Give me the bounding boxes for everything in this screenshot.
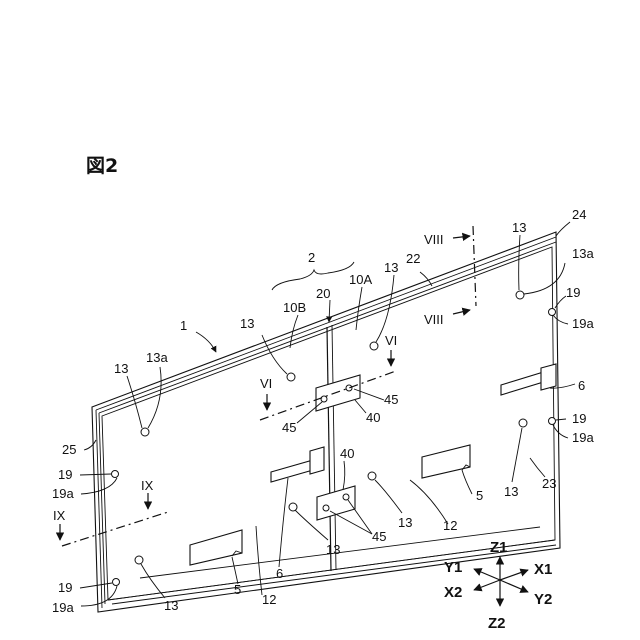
hole-13-right-lower xyxy=(519,419,527,427)
ref-40-lower: 40 xyxy=(340,446,354,461)
ref-5-right: 5 xyxy=(476,488,483,503)
ref-13-right-lower: 13 xyxy=(504,484,518,499)
ref-45-lower: 45 xyxy=(372,529,386,544)
ref-13-bottom-center: 13 xyxy=(326,542,340,557)
ref-25: 25 xyxy=(62,442,76,457)
ref-10A: 10A xyxy=(349,272,372,287)
ref-1: 1 xyxy=(180,318,187,333)
axis-x1-arrow xyxy=(500,570,528,580)
axis-label-y1: Y1 xyxy=(444,559,462,576)
ref-40-upper: 40 xyxy=(366,410,380,425)
section-label-ix-left: IX xyxy=(53,508,66,523)
ref-19-left-lower: 19 xyxy=(58,580,72,595)
ref-12-right: 12 xyxy=(443,518,457,533)
section-label-viii-bottom: VIII xyxy=(424,312,444,327)
ref-19-right-lower: 19 xyxy=(572,411,586,426)
axis-label-x2: X2 xyxy=(444,584,462,601)
ref-45-upper-right: 45 xyxy=(384,392,398,407)
figure-title: 図2 xyxy=(86,155,118,177)
section-arrow-viii-top xyxy=(453,236,470,238)
ref-19-right-upper: 19 xyxy=(566,285,580,300)
ref-24: 24 xyxy=(572,207,586,222)
hole-19-left-lower xyxy=(113,579,120,586)
hole-19-right-lower xyxy=(549,418,556,425)
hole-13-center xyxy=(370,342,378,350)
axis-y1-arrow xyxy=(474,569,500,580)
section-label-vi-right: VI xyxy=(385,333,397,348)
ref-19a-left-lower: 19a xyxy=(52,600,74,615)
ref-13-bottom-right: 13 xyxy=(398,515,412,530)
ref-22: 22 xyxy=(406,251,420,266)
axis-label-x1: X1 xyxy=(534,561,552,578)
hole-13-left-middle xyxy=(287,373,295,381)
hole-13-bottom-center xyxy=(289,503,297,511)
ref-13-upper-left: 13 xyxy=(114,361,128,376)
hole-13-bottom-left xyxy=(135,556,143,564)
axis-label-z1: Z1 xyxy=(490,539,508,556)
leader-24 xyxy=(556,222,570,236)
axis-y2-arrow xyxy=(500,580,528,592)
axis-label-y2: Y2 xyxy=(534,591,552,608)
ref-6-right: 6 xyxy=(578,378,585,393)
leader-1 xyxy=(196,332,216,352)
ref-12-left: 12 xyxy=(262,592,276,607)
hole-13-bottom-right xyxy=(368,472,376,480)
ref-13a-right: 13a xyxy=(572,246,594,261)
axis-x2-arrow xyxy=(474,580,500,590)
ref-13-left-middle: 13 xyxy=(240,316,254,331)
ref-2: 2 xyxy=(308,250,315,265)
section-label-viii-top: VIII xyxy=(424,232,444,247)
ref-13a-left: 13a xyxy=(146,350,168,365)
ref-13-center: 13 xyxy=(384,260,398,275)
ref-13-upper-right: 13 xyxy=(512,220,526,235)
ref-19a-left-upper: 19a xyxy=(52,486,74,501)
ref-6-left: 6 xyxy=(276,566,283,581)
ref-10B: 10B xyxy=(283,300,306,315)
section-label-vi-left: VI xyxy=(260,376,272,391)
ref-45-upper-left: 45 xyxy=(282,420,296,435)
hole-19-right-upper xyxy=(549,309,556,316)
hole-13-upper-right xyxy=(516,291,524,299)
section-label-ix-right: IX xyxy=(141,478,154,493)
ref-20: 20 xyxy=(316,286,330,301)
brace-2 xyxy=(272,262,354,290)
ref-23: 23 xyxy=(542,476,556,491)
ref-5-left: 5 xyxy=(234,582,241,597)
hole-13-upper-left xyxy=(141,428,149,436)
ref-13-bottom-left: 13 xyxy=(164,598,178,613)
axis-label-z2: Z2 xyxy=(488,615,506,632)
ref-19a-right-upper: 19a xyxy=(572,316,594,331)
ref-19-left-upper: 19 xyxy=(58,467,72,482)
hole-19-left-upper xyxy=(112,471,119,478)
ref-19a-right-lower: 19a xyxy=(572,430,594,445)
